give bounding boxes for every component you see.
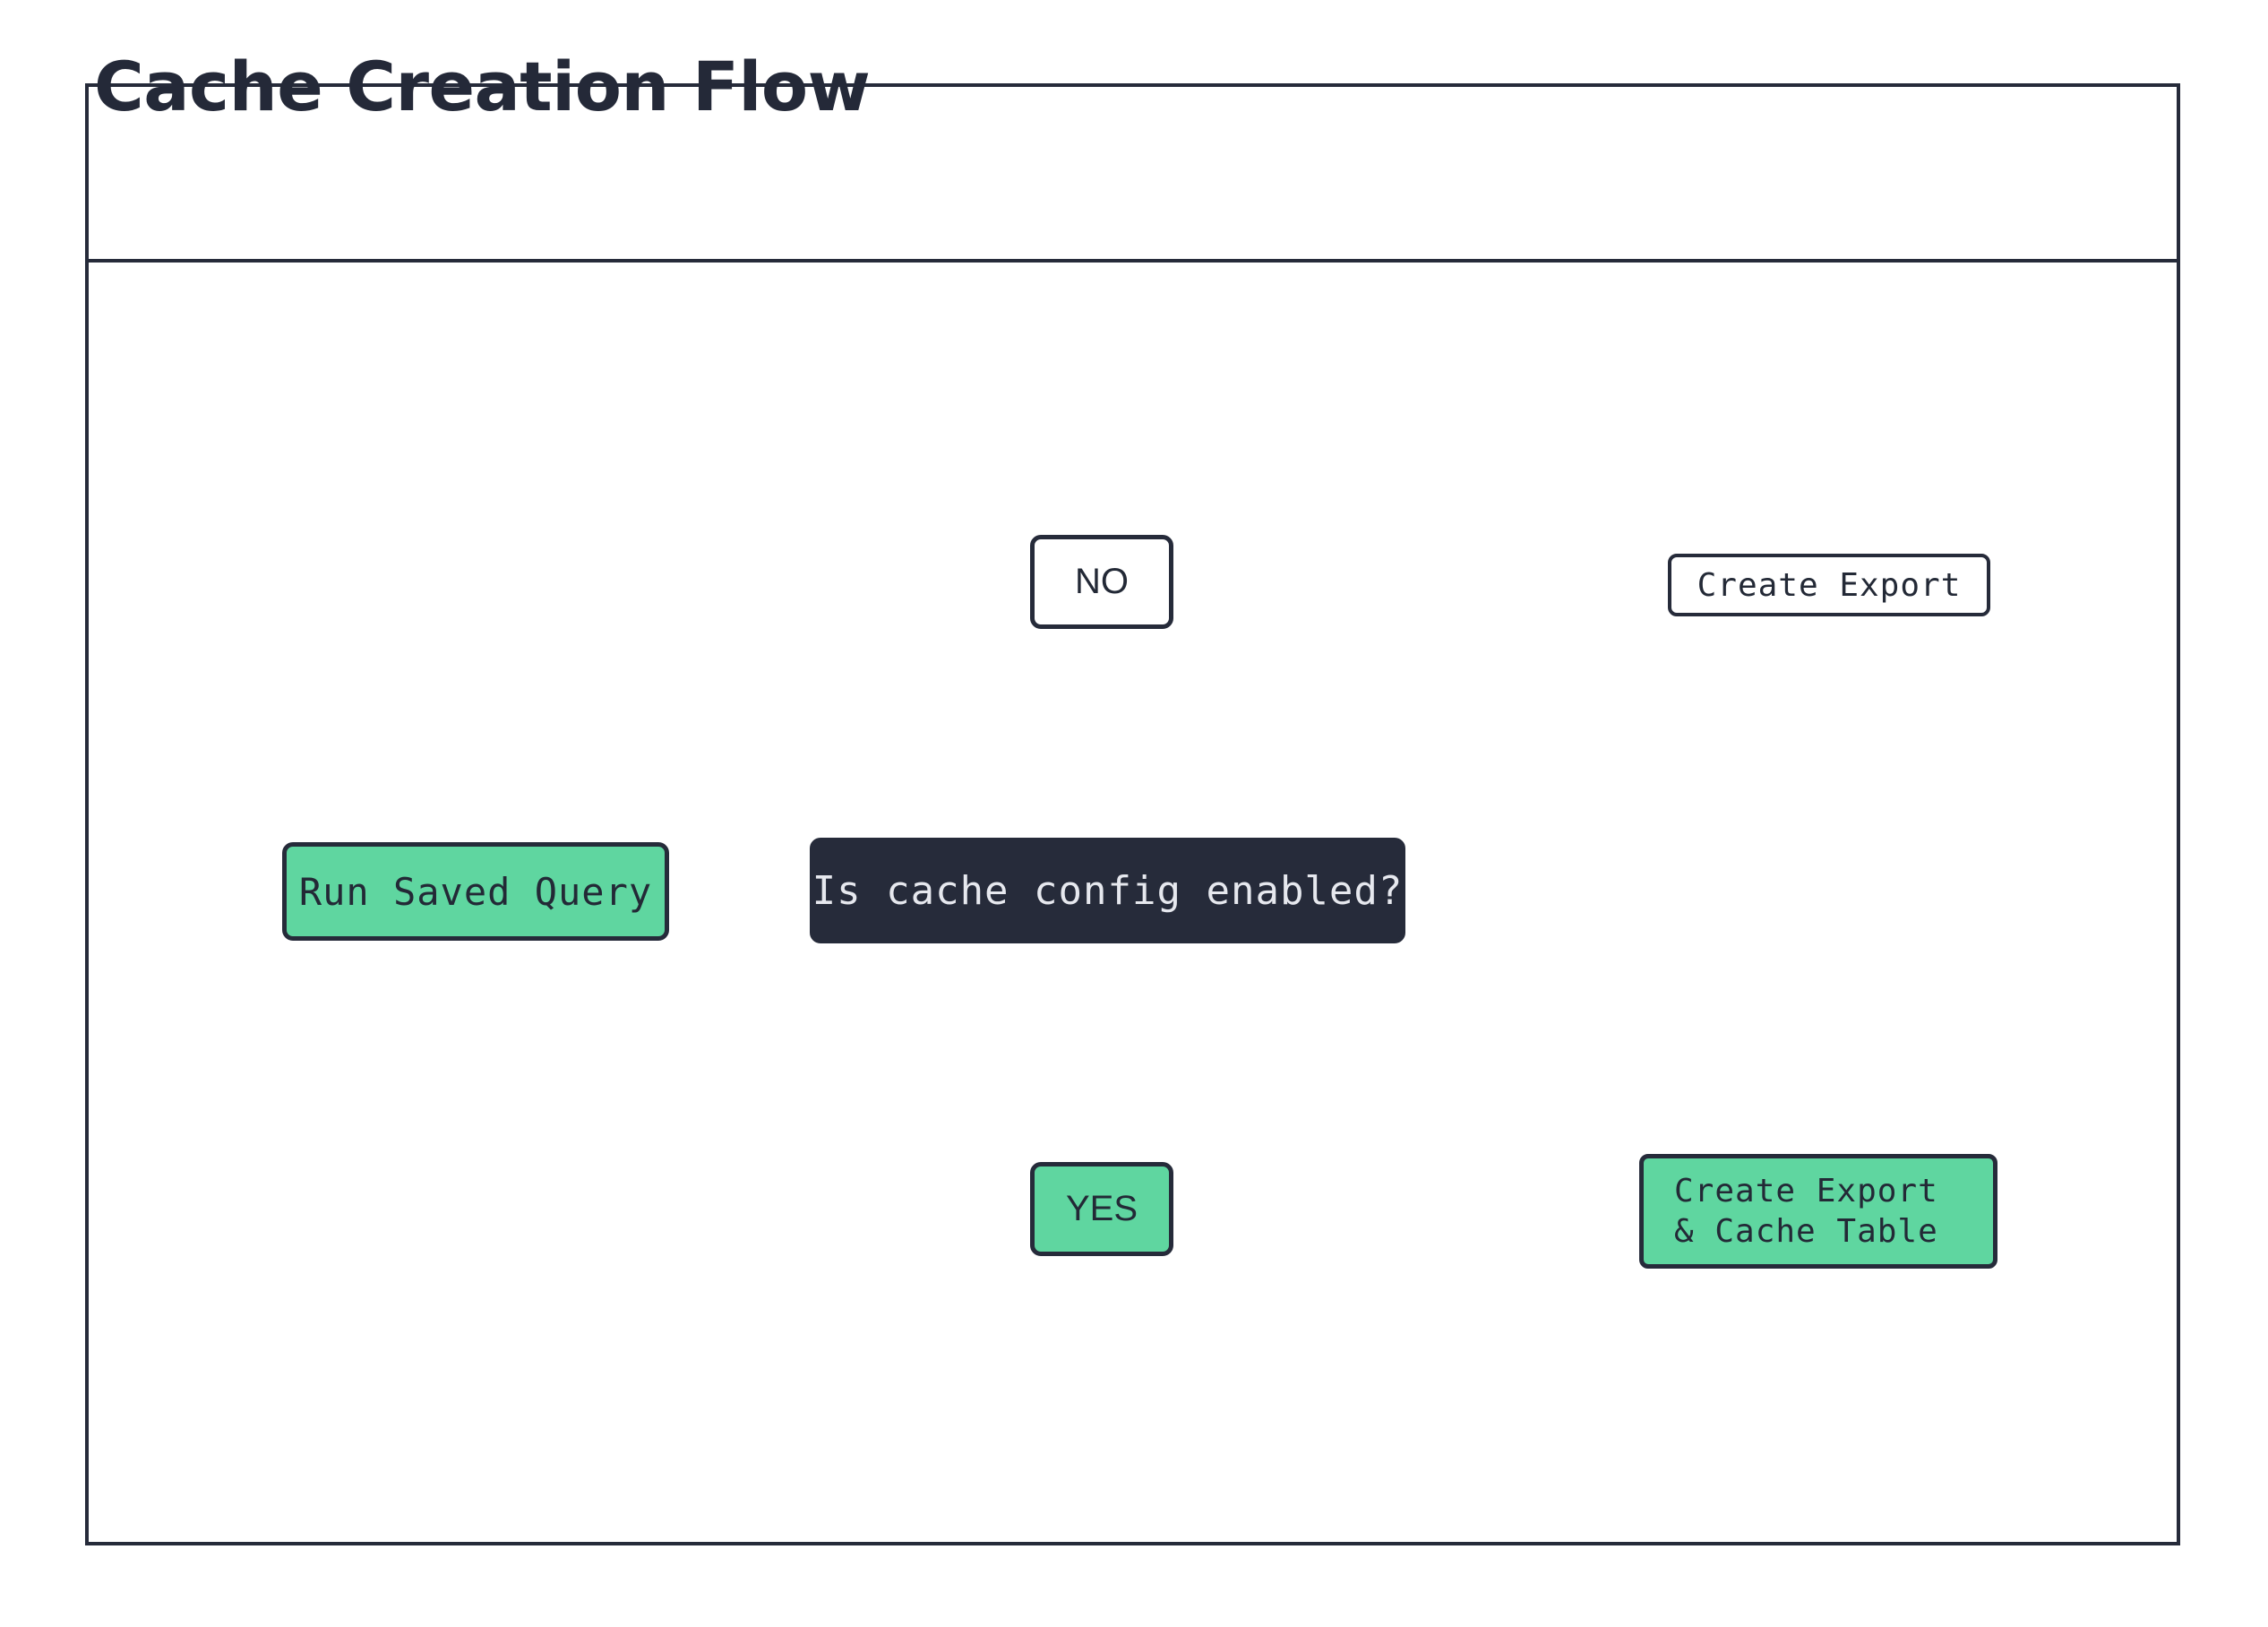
database-label-create-export[interactable]: Create Export <box>1668 554 1990 616</box>
branch-label-no[interactable]: NO <box>1030 535 1173 629</box>
diagram-title-bar <box>89 87 2177 263</box>
page-title: Cache Creation Flow <box>94 47 871 126</box>
node-decision-is-cache-config-enabled[interactable]: Is cache config enabled? <box>810 838 1405 943</box>
node-run-saved-query[interactable]: Run Saved Query <box>282 842 669 941</box>
database-label-line-1: Create Export <box>1674 1173 1938 1209</box>
diagram-frame <box>85 83 2180 1545</box>
database-label-line-2: & Cache Table <box>1674 1213 1938 1250</box>
branch-label-yes[interactable]: YES <box>1030 1162 1173 1256</box>
database-label-create-export-and-cache-table[interactable]: Create Export & Cache Table <box>1639 1154 1997 1269</box>
